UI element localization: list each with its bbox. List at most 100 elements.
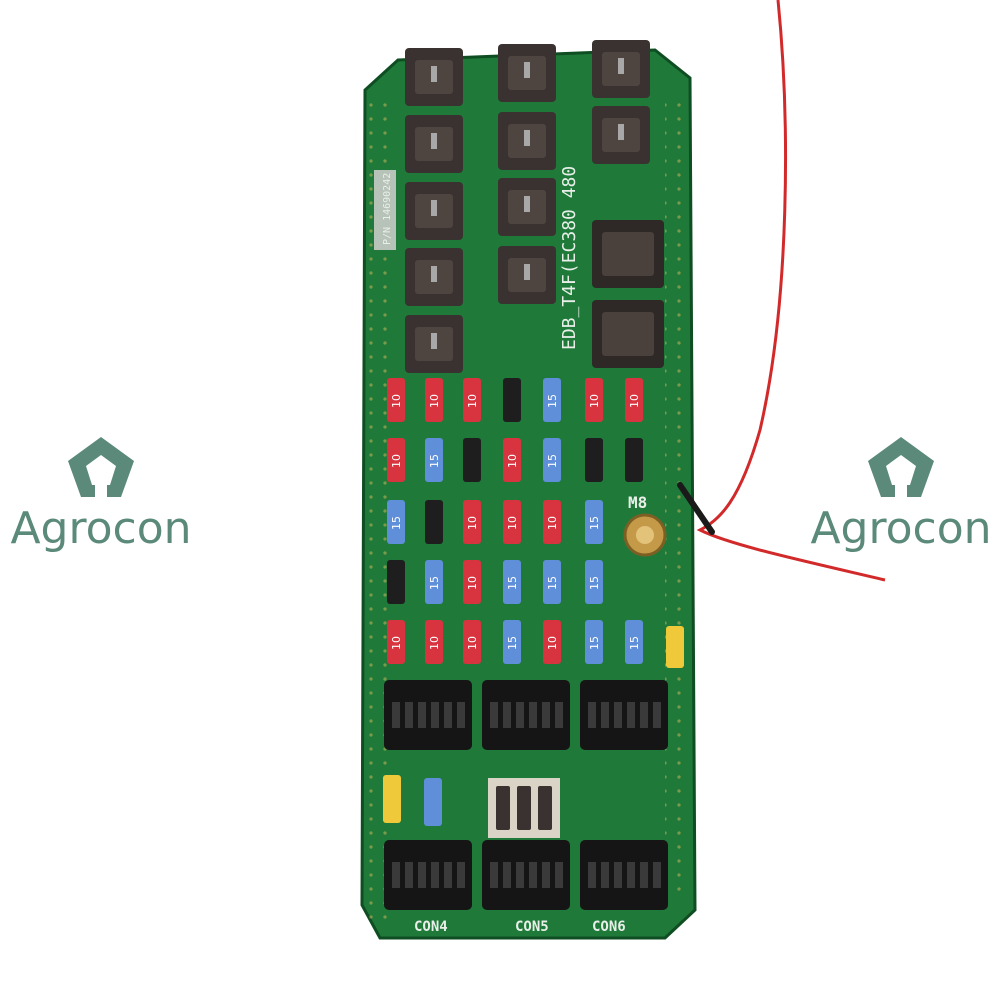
connector-pin: [653, 702, 661, 728]
pentagon-logo-icon: [68, 437, 134, 499]
connector-pin: [614, 862, 622, 888]
connector-pin: [490, 862, 498, 888]
connector-label: CON4: [414, 919, 448, 935]
connector-pin: [555, 702, 563, 728]
connector-pin: [601, 862, 609, 888]
connector-pin: [431, 702, 439, 728]
pentagon-logo-icon: [868, 437, 934, 499]
connector-pin: [503, 702, 511, 728]
fuse-rating: 10: [506, 454, 519, 468]
fuse-rating: 10: [628, 394, 641, 408]
connector-pin: [516, 862, 524, 888]
connector-housing: [384, 840, 472, 910]
fuse: [463, 620, 481, 664]
fuse-rating: 10: [390, 454, 403, 468]
connector-pin: [503, 862, 511, 888]
fuse: [387, 438, 405, 482]
fuse-rating: 15: [628, 636, 641, 650]
fuse: [463, 560, 481, 604]
connector-pin: [444, 702, 452, 728]
connector-pin: [457, 702, 465, 728]
connector-pin: [588, 702, 596, 728]
fuse: [463, 500, 481, 544]
fuse: [503, 500, 521, 544]
relay-pin: [618, 58, 624, 74]
relay-pin: [524, 130, 530, 146]
fuse: [543, 500, 561, 544]
relay-pin: [431, 66, 437, 82]
connector-pin: [444, 862, 452, 888]
red-wire: [696, 0, 886, 582]
connector-pin: [392, 862, 400, 888]
connector-pin: [542, 862, 550, 888]
fuse: [585, 438, 603, 482]
relay-array: [405, 40, 650, 373]
fuse-rating: 10: [466, 636, 479, 650]
fuse: [543, 378, 561, 422]
fuse-rating: 15: [506, 576, 519, 590]
relay-pin: [618, 124, 624, 140]
fuse: [625, 620, 643, 664]
part-number-text: P/N 14690242: [382, 173, 393, 245]
fuse: [387, 620, 405, 664]
m8-stud-center: [636, 526, 654, 544]
fuse: [543, 438, 561, 482]
connector-housing: [482, 680, 570, 750]
relay-pin: [431, 333, 437, 349]
relay-pin: [431, 200, 437, 216]
fuse-rating: 10: [506, 516, 519, 530]
fuse: [503, 438, 521, 482]
connector-pin: [405, 702, 413, 728]
fuse: [387, 500, 405, 544]
fuse-rating: 10: [466, 516, 479, 530]
connector-pin: [490, 702, 498, 728]
connector-pin: [653, 862, 661, 888]
fuse-rating: 15: [390, 516, 403, 530]
connector-pin: [405, 862, 413, 888]
diode-2: [517, 786, 531, 830]
fuse-rating: 15: [428, 454, 441, 468]
fuse-rating: 15: [588, 516, 601, 530]
connector-pin: [588, 862, 596, 888]
fuse: [463, 438, 481, 482]
fuse-rating: 10: [466, 394, 479, 408]
connector-label: CON5: [515, 919, 549, 935]
relay-pin: [524, 196, 530, 212]
connector-housing: [482, 840, 570, 910]
wire-tie-head: [677, 482, 715, 535]
fuse: [387, 560, 405, 604]
watermark-right: Agrocon: [796, 435, 1000, 553]
connector-housing: [580, 840, 668, 910]
connector-housing: [580, 680, 668, 750]
fuse: [585, 500, 603, 544]
fuse: [503, 620, 521, 664]
connector-pin: [457, 862, 465, 888]
fuse: [425, 378, 443, 422]
fuse: [585, 378, 603, 422]
fuse: [463, 378, 481, 422]
connector-pin: [529, 862, 537, 888]
fuse-rating: 10: [546, 516, 559, 530]
fuse-rating: 15: [546, 454, 559, 468]
fuse-rating: 15: [428, 576, 441, 590]
fuse: [425, 620, 443, 664]
fuse-yellow-fu35: [666, 626, 684, 668]
fuse: [543, 620, 561, 664]
connector-pin: [627, 862, 635, 888]
diode-1: [496, 786, 510, 830]
fuse: [387, 378, 405, 422]
fuse: [625, 438, 643, 482]
connector-pin: [640, 862, 648, 888]
fuse-yellow-lower: [383, 775, 401, 823]
relay-large-re14-face: [602, 312, 654, 356]
connector-pin: [418, 702, 426, 728]
fuse-rating: 10: [428, 636, 441, 650]
relay-pin: [524, 62, 530, 78]
fuse-rating: 10: [428, 394, 441, 408]
fuse-blue-lower: [424, 778, 442, 826]
model-label: EDB_T4F(EC380 480: [559, 166, 580, 350]
brand-name: Agrocon: [810, 503, 992, 554]
fuse-rating: 10: [390, 636, 403, 650]
